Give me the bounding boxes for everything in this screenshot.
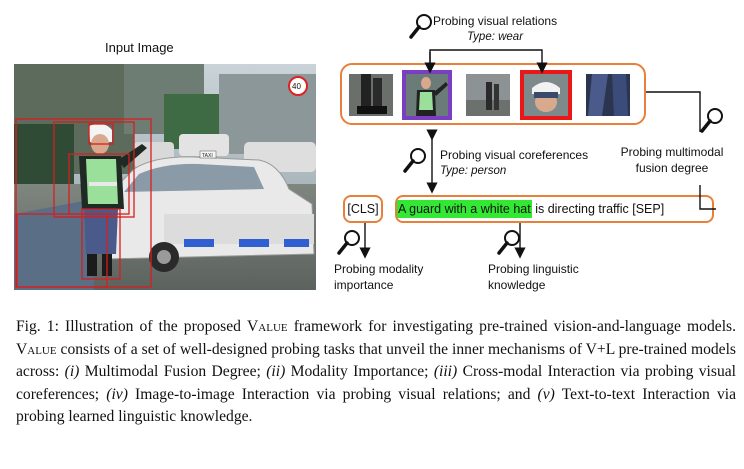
probe-visual-relations-type: Type: wear — [467, 31, 524, 43]
caption-item-number: (ii) — [266, 363, 286, 381]
region-thumb-legs — [349, 74, 393, 116]
caption-text: Image-to-image Interaction via probing v… — [127, 385, 538, 403]
caption-text: framework for investigating pre-trained … — [287, 318, 736, 335]
region-thumb-road — [466, 74, 510, 116]
probe-coreferences-type: Type: person — [440, 165, 507, 177]
magnifier-icon — [497, 230, 520, 255]
caption-item-number: (iii) — [433, 363, 458, 381]
probe-fusion-line1: Probing multimodal — [620, 145, 724, 159]
region-thumb-hat — [520, 70, 572, 120]
caption-fig-label: Fig. 1: — [16, 318, 59, 335]
fusion-connector-top — [646, 91, 701, 132]
taxi-sign: TAXI — [202, 153, 213, 159]
cls-token-box: [CLS] — [343, 195, 383, 223]
magnifier-icon — [337, 230, 360, 255]
caption-value-name: Value — [16, 340, 57, 358]
speed-sign-number: 40 — [292, 82, 301, 91]
magnifier-icon — [403, 148, 426, 173]
relation-connector — [429, 49, 548, 74]
caption-item-number: (i) — [64, 363, 80, 381]
caption-value-name: Value — [247, 318, 288, 335]
caption-text: Cross-modal Interaction via probing visu… — [16, 363, 736, 403]
probe-fusion-line2: fusion degree — [635, 161, 709, 175]
probe-visual-relations-title: Probing visual relations — [433, 14, 558, 28]
probe-modality-line2: importance — [334, 278, 394, 292]
highlighted-phrase: A guard with a white hat — [397, 200, 532, 218]
magnifier-icon — [409, 14, 432, 39]
figure-caption: Fig. 1: Illustration of the proposed Val… — [16, 316, 736, 429]
probe-linguistic-line1: Probing linguistic — [488, 262, 579, 276]
caption-item-number: (iv) — [106, 385, 128, 403]
magnifier-icon — [700, 108, 723, 133]
probe-coreferences-title: Probing visual coreferences — [440, 148, 589, 162]
input-image-title: Input Image — [105, 40, 174, 55]
caption-text: Text-to-text Interaction via probing lea… — [16, 385, 736, 426]
caption-text: Multimodal Fusion Degree; — [79, 363, 267, 381]
street-scene-photo: TAXI 40 — [14, 64, 316, 290]
probe-modality-line1: Probing modality — [334, 262, 424, 276]
region-thumb-vest — [586, 74, 630, 116]
sentence-rest: is directing traffic [SEP] — [531, 202, 665, 216]
caption-text: Illustration of the proposed — [58, 318, 248, 335]
caption-text: consists of a set of well-designed probi… — [16, 340, 736, 381]
caption-item-number: (v) — [537, 385, 555, 403]
fusion-connector-bottom — [699, 185, 716, 210]
region-thumb-person — [402, 70, 452, 120]
region-features-strip — [340, 63, 646, 125]
caption-text: Modality Importance; — [285, 363, 434, 381]
probe-linguistic-line2: knowledge — [488, 278, 546, 292]
